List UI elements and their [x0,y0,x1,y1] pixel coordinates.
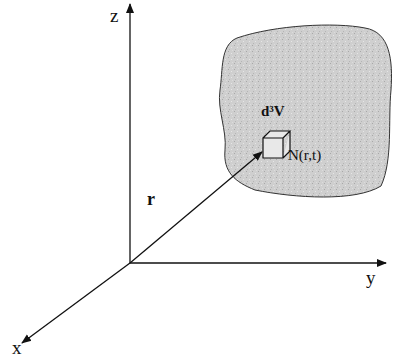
region-node: d³V N(r,t) [215,20,395,205]
volume-element-label: d³V [261,104,285,119]
r-vector [130,152,262,263]
axis-label: x [12,338,22,357]
volume-cube [263,131,290,158]
region-outline [215,20,395,205]
x-axis [22,263,130,343]
z-axis [129,4,130,263]
vector-label: r [147,190,155,208]
density-label: N(r,t) [288,148,321,163]
axis-label: y [366,268,376,287]
y-axis [130,262,386,263]
axis-label: z [110,6,118,25]
